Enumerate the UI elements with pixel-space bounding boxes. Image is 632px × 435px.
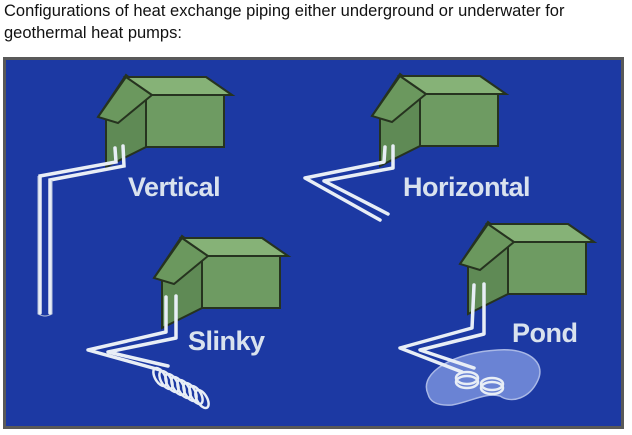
slinky-coil bbox=[152, 366, 210, 410]
pond-label: Pond bbox=[512, 318, 578, 348]
horizontal-loop-pipe bbox=[303, 144, 395, 222]
slinky-loop-pipe bbox=[86, 294, 178, 372]
slinky-loop-house bbox=[153, 235, 289, 329]
caption-line-1: Configurations of heat exchange piping e… bbox=[4, 2, 565, 20]
pond-loop-pipe bbox=[398, 282, 486, 374]
vertical-loop-pipe-outline bbox=[37, 176, 53, 317]
horizontal-label: Horizontal bbox=[403, 172, 530, 202]
vertical-label: Vertical bbox=[128, 172, 220, 202]
pond-coils bbox=[454, 370, 505, 396]
pond-loop-house bbox=[459, 221, 595, 315]
vertical-loop-pipe bbox=[38, 144, 126, 315]
caption-line-2: geothermal heat pumps: bbox=[4, 24, 182, 42]
figure-caption: Configurations of heat exchange piping e… bbox=[4, 0, 628, 44]
pond-water bbox=[425, 349, 541, 406]
vertical-loop-house bbox=[97, 74, 233, 168]
slinky-label: Slinky bbox=[188, 326, 265, 356]
